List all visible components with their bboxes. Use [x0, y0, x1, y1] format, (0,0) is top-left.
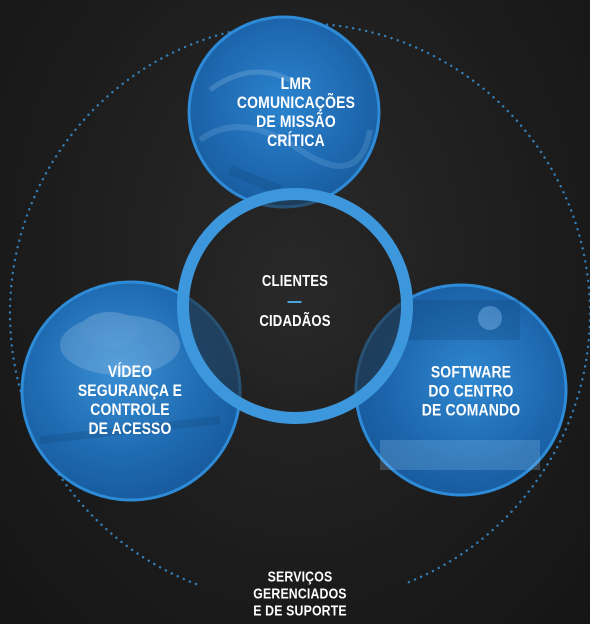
center-ring — [177, 188, 413, 424]
top-label-line: LMR — [280, 74, 312, 93]
top-circle-label: LMR COMUNICAÇÕES DE MISSÃO CRÍTICA — [224, 74, 368, 150]
right-circle-label: SOFTWARE DO CENTRO DE COMANDO — [411, 363, 531, 420]
center-label: CLIENTES CIDADÃOS — [252, 272, 339, 332]
left-circle-texture — [39, 312, 221, 444]
left-label-line: CONTROLE — [90, 400, 170, 419]
left-label-line: SEGURANÇA E — [77, 381, 183, 400]
left-circle-label: VÍDEO SEGURANÇA E CONTROLE DE ACESSO — [66, 362, 193, 438]
right-circle-texture — [380, 300, 540, 470]
left-label-line: VÍDEO — [107, 362, 153, 381]
outer-label-line: E DE SUPORTE — [253, 602, 347, 620]
outer-label-line: GERENCIADOS — [253, 585, 347, 603]
center-label-top: CLIENTES — [261, 273, 329, 290]
center-circle — [183, 194, 407, 418]
outer-label-line: SERVIÇOS — [267, 568, 333, 586]
top-label-line: DE MISSÃO — [256, 112, 336, 131]
top-circle-texture — [198, 69, 373, 195]
top-label-line: CRÍTICA — [267, 131, 325, 150]
center-label-bottom: CIDADÃOS — [259, 313, 331, 330]
top-label-line: COMUNICAÇÕES — [236, 93, 356, 112]
right-label-line: DO CENTRO — [428, 381, 514, 401]
left-label-line: DE ACESSO — [88, 419, 172, 438]
right-label-line: DE COMANDO — [421, 400, 521, 420]
outer-ring-label: SERVIÇOS GERENCIADOS E DE SUPORTE — [243, 569, 357, 620]
right-label-line: SOFTWARE — [430, 362, 512, 382]
center-divider — [288, 301, 302, 303]
